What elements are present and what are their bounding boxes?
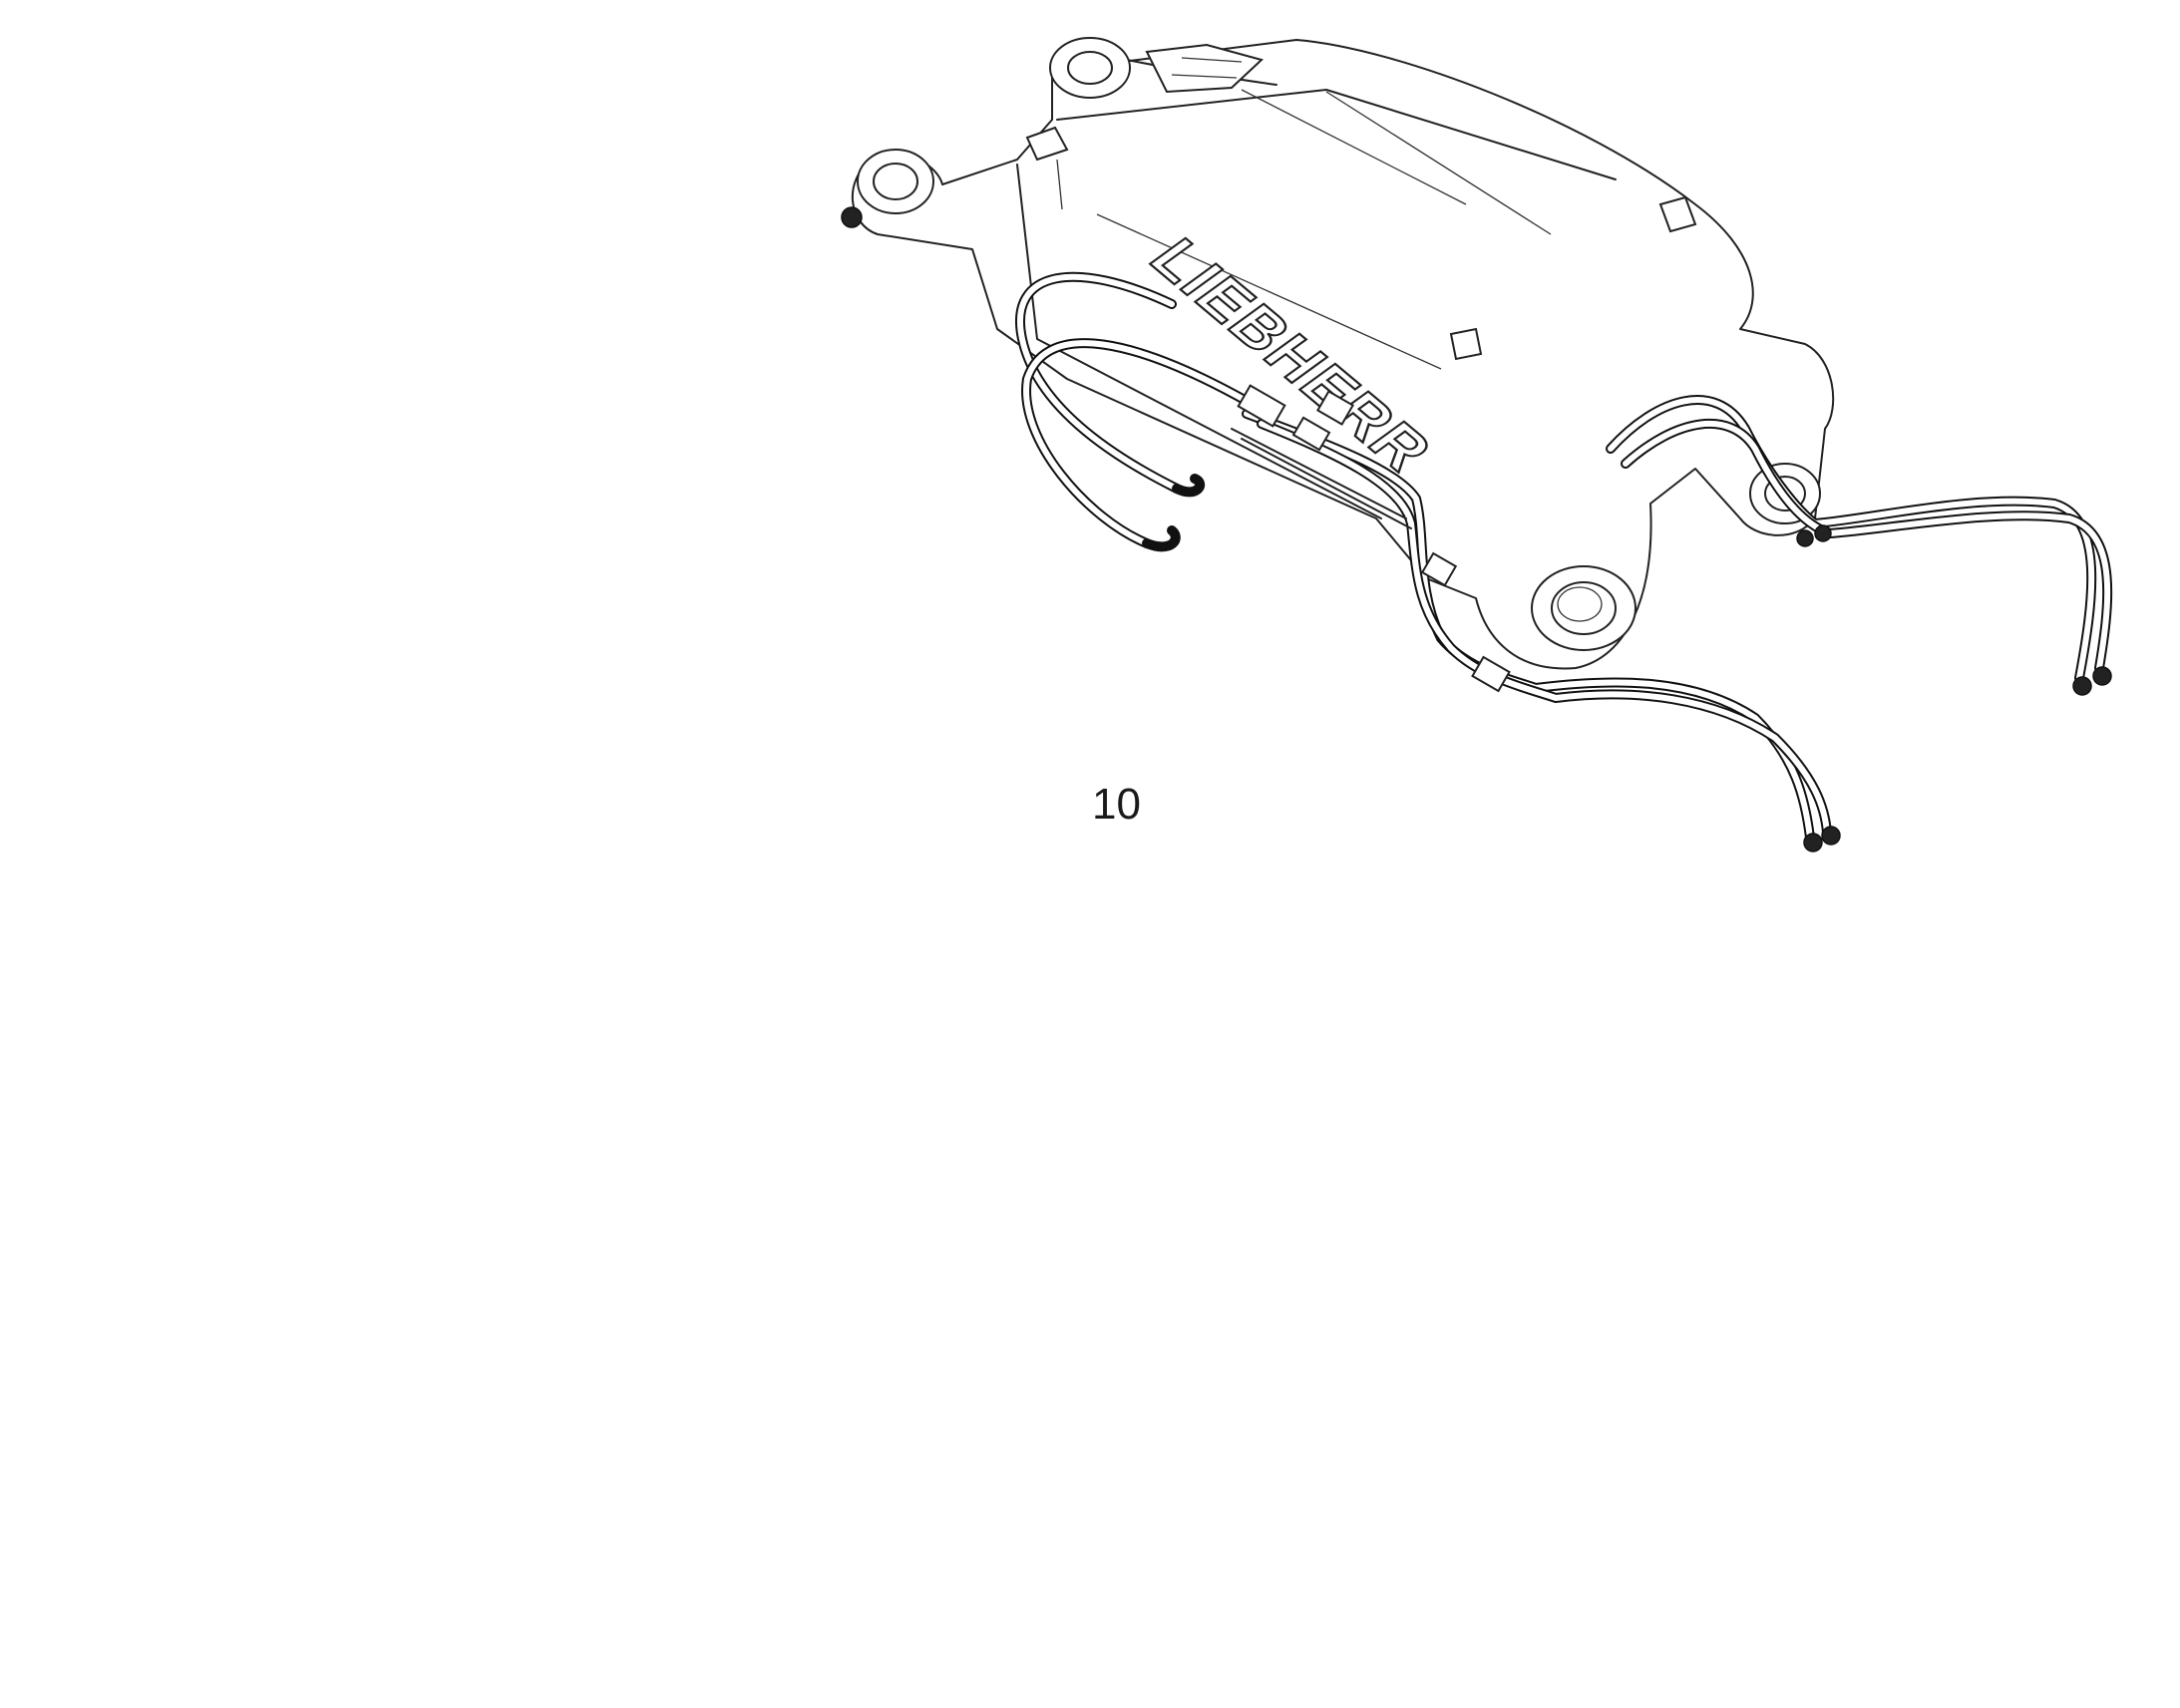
upper-boom-assembly: LIEBHERR [841, 37, 2113, 853]
brand-lettering: LIEBHERR [1136, 228, 1447, 484]
figure-number-label: 10 [1092, 780, 1141, 829]
